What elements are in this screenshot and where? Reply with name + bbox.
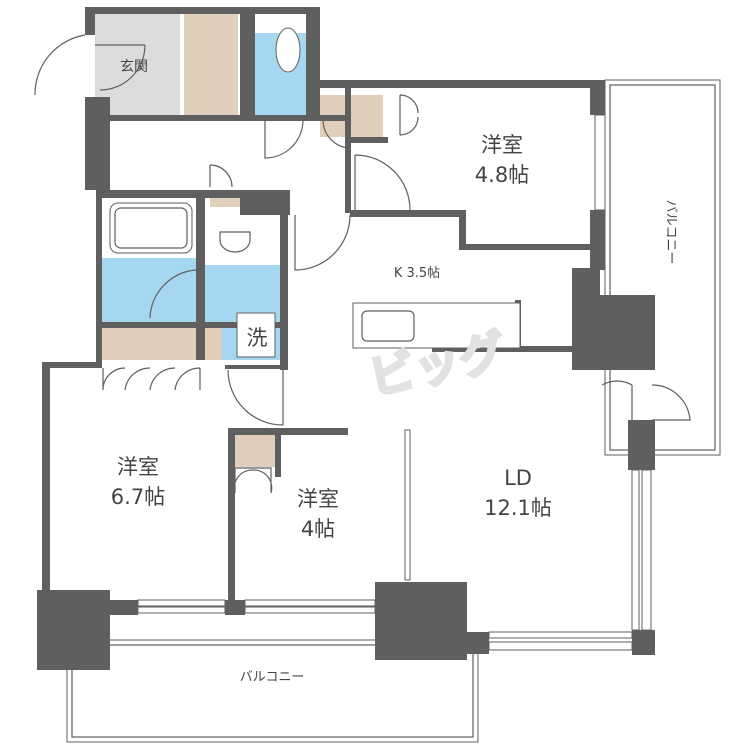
shoe-storage — [184, 14, 238, 115]
label-balcony-south: バルコニー — [240, 670, 305, 685]
closet-room-a — [350, 95, 383, 137]
washing-machine-space — [236, 312, 276, 358]
door-kitchen — [294, 214, 351, 271]
bathtub-icon — [109, 202, 193, 254]
windows — [137, 114, 652, 651]
label-room-b-name: 洋室 — [117, 455, 159, 479]
closet-doors-room-b — [102, 367, 201, 391]
label-room-b-size: 6.7帖 — [111, 485, 165, 509]
hall-doors — [264, 119, 352, 159]
door-bathroom — [149, 269, 197, 319]
toilet-icon — [275, 27, 301, 73]
label-room-c-name: 洋室 — [297, 487, 339, 511]
small-storage — [210, 197, 240, 207]
wash-basin-icon — [219, 231, 251, 253]
closet-room-b — [102, 328, 196, 360]
label-ld-size: 12.1帖 — [484, 496, 552, 520]
walls — [37, 7, 655, 670]
balcony-east — [604, 79, 721, 456]
kitchen-sink-icon — [361, 310, 415, 342]
closet-doors-room-c — [233, 467, 273, 494]
linen-storage — [205, 328, 222, 360]
closet-doors-room-a — [399, 94, 419, 136]
label-washroom: 洗 — [247, 326, 268, 350]
door-room-a — [354, 154, 411, 211]
fixtures — [34, 27, 691, 494]
balcony-door — [601, 380, 691, 421]
label-balcony-east: バルコニー — [663, 200, 678, 265]
label-kitchen: K 3.5帖 — [394, 266, 440, 281]
label-entrance: 玄関 — [120, 58, 148, 75]
door-room-b — [227, 368, 284, 426]
entrance-door — [34, 34, 146, 96]
bathroom-floor — [102, 258, 196, 322]
door-storage — [209, 164, 233, 188]
label-room-a-size: 4.8帖 — [475, 163, 529, 187]
closet-room-c — [235, 435, 275, 467]
label-room-c-size: 4帖 — [301, 517, 335, 541]
label-room-a-name: 洋室 — [481, 133, 523, 157]
label-ld-name: LD — [504, 466, 532, 490]
